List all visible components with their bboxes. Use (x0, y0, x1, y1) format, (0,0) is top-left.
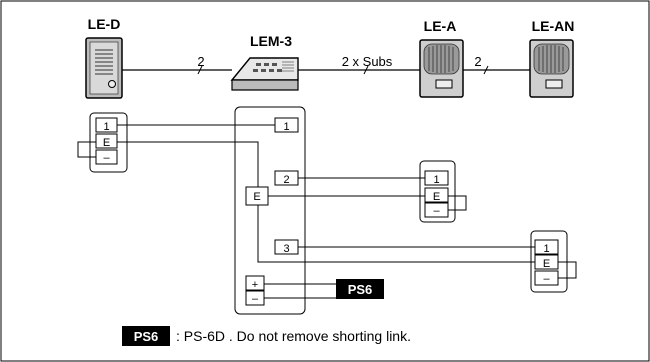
link-a-an-label: 2 (474, 54, 481, 69)
master-terminal-minus: – (252, 293, 259, 305)
le-d-door-station-icon (85, 37, 123, 99)
master-terminal-2: 2 (283, 174, 289, 186)
master-terminal-1: 1 (283, 121, 289, 133)
wiring-lines (77, 124, 577, 299)
le-a-label: LE-A (424, 18, 457, 34)
door-terminal-e: E (103, 137, 110, 149)
master-terminal-e: E (253, 191, 260, 203)
sub-an-terminal-e: E (543, 258, 550, 270)
le-a-sub-station-icon (419, 39, 464, 98)
sub-a-terminal-1: 1 (433, 174, 439, 186)
sub-a-terminal-minus: – (433, 205, 440, 217)
master-terminal-plus: + (252, 279, 258, 291)
sub-an-terminal-1: 1 (543, 243, 549, 255)
door-terminal-minus: – (103, 152, 110, 164)
sub-an-terminal-minus: – (543, 273, 550, 285)
lem-3-master-station-icon (230, 57, 299, 91)
sub-a-terminal-e: E (433, 191, 440, 203)
le-d-label: LE-D (88, 16, 121, 32)
link-master-a-label: 2 x Subs (342, 54, 393, 69)
le-an-label: LE-AN (532, 18, 575, 34)
master-terminal-3: 3 (283, 243, 289, 255)
master-terminal-block (234, 106, 306, 315)
sub-a-terminal-block (419, 160, 456, 223)
door-terminal-1: 1 (103, 121, 109, 133)
power-supply-badge (336, 279, 384, 299)
note-badge-label: PS6 (134, 329, 159, 344)
power-supply-label: PS6 (348, 282, 373, 297)
device-row (122, 65, 530, 75)
lem-3-label: LEM-3 (250, 33, 292, 49)
note-badge (122, 326, 170, 346)
note-text: : PS-6D . Do not remove shorting link. (176, 328, 411, 344)
le-an-sub-station-icon (529, 39, 574, 98)
link-d-master-label: 2 (197, 54, 204, 69)
